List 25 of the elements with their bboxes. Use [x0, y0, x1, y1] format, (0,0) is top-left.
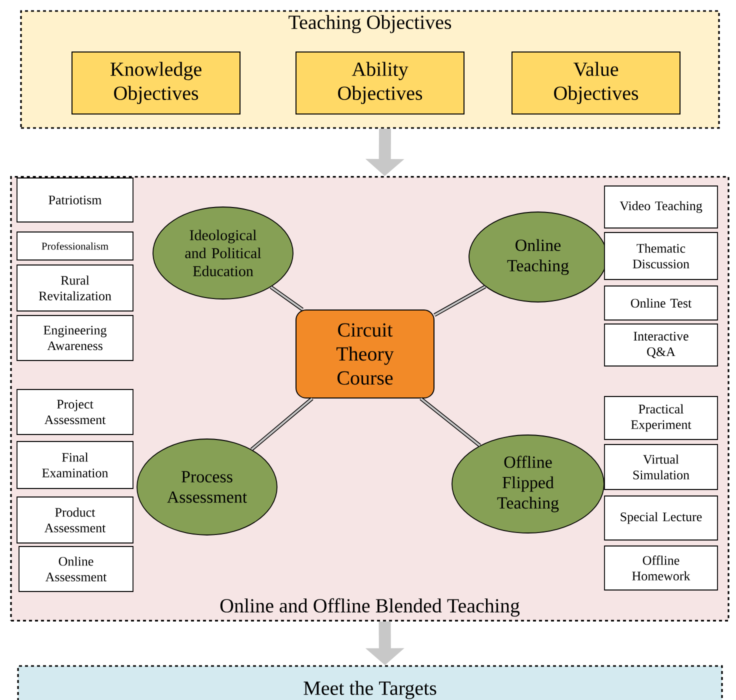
item-box: Practical Experiment [604, 396, 718, 440]
objective-box: Ability Objectives [296, 52, 464, 114]
targets-panel: Meet the Targets [17, 665, 723, 700]
item-box: Video Teaching [604, 186, 718, 228]
item-box: Final Examination [16, 441, 134, 489]
connector-line [434, 285, 486, 317]
course-box: Circuit Theory Course [296, 310, 434, 398]
item-box: Product Assessment [16, 496, 134, 544]
connector-line [270, 286, 304, 311]
item-box: Thematic Discussion [604, 232, 718, 280]
connector-line [250, 397, 314, 451]
item-box: Online Assessment [18, 546, 134, 592]
item-box: Virtual Simulation [604, 444, 718, 490]
item-box: Offline Homework [604, 546, 718, 590]
item-box: Engineering Awareness [16, 315, 134, 361]
objective-box: Value Objectives [512, 52, 680, 114]
item-box: Project Assessment [16, 389, 134, 435]
item-box: Rural Revitalization [16, 264, 134, 312]
objective-box: Knowledge Objectives [72, 52, 240, 114]
item-box: Special Lecture [604, 496, 718, 540]
item-box: Online Test [604, 286, 718, 320]
item-box: Interactive Q&A [604, 324, 718, 366]
item-box: Professionalism [16, 232, 134, 260]
connector-line [420, 397, 481, 447]
item-box: Patriotism [16, 178, 134, 222]
